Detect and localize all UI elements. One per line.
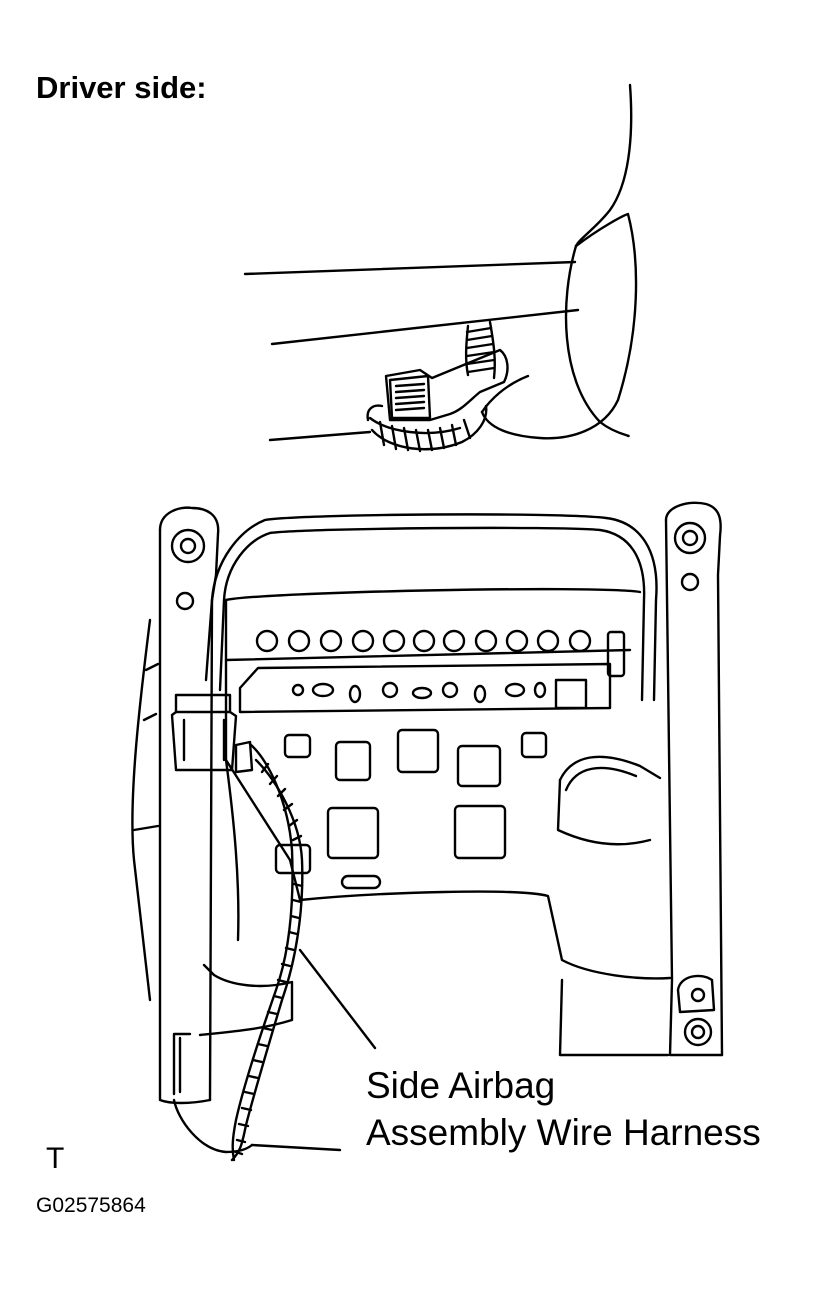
cushion-wire-harness <box>368 320 496 453</box>
callout-label-line1: Side Airbag <box>366 1065 556 1106</box>
side-airbag-wire-harness <box>230 742 312 1162</box>
plate-holes <box>255 629 626 890</box>
figure-id: G02575864 <box>36 1194 146 1217</box>
wire-harness-callout: Side Airbag Assembly Wire Harness <box>366 1062 761 1156</box>
seat-side-cover <box>131 618 342 1154</box>
left-seat-rail <box>158 506 220 1105</box>
seat-back-frame-bar <box>204 513 658 702</box>
right-seat-rail <box>664 501 724 1057</box>
callout-label-line2: Assembly Wire Harness <box>366 1112 761 1153</box>
seat-cushion-detail <box>243 83 638 442</box>
diagram-title: Driver side: <box>36 70 207 105</box>
callout-leader-line <box>298 948 377 1050</box>
harness-connector-clip <box>366 348 509 422</box>
seat-pan-plate <box>224 587 672 1057</box>
corner-mark: T <box>46 1142 65 1175</box>
seat-connector-bracket <box>170 693 254 774</box>
